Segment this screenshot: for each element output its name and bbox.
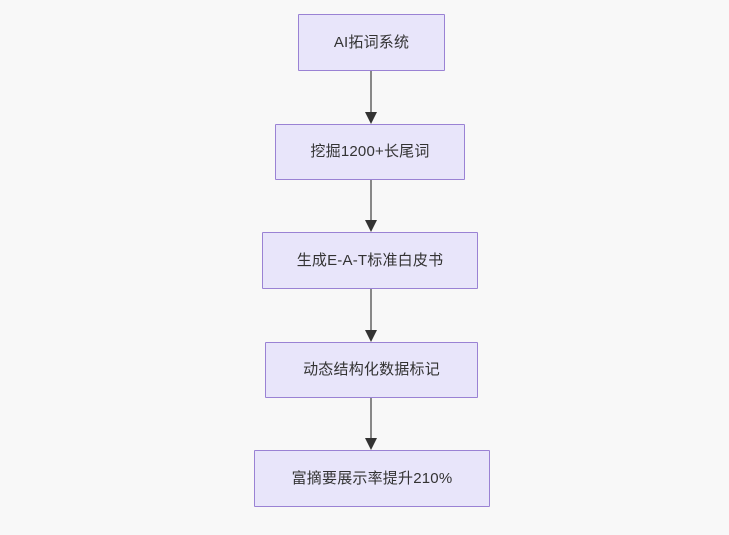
- edge-generate-eat-whitepaper-to-dynamic-structured-data: [361, 289, 381, 342]
- flowchart-node-label: 动态结构化数据标记: [303, 361, 440, 378]
- flowchart-node-generate-eat-whitepaper[interactable]: 生成E-A-T标准白皮书: [262, 232, 478, 289]
- flowchart-node-rich-snippet-uplift[interactable]: 富摘要展示率提升210%: [254, 450, 490, 507]
- edge-ai-keyword-system-to-mine-longtail-keywords: [361, 71, 381, 124]
- flowchart-node-ai-keyword-system[interactable]: AI拓词系统: [298, 14, 445, 71]
- flowchart-node-label: 生成E-A-T标准白皮书: [296, 251, 444, 269]
- flowchart-node-label: 富摘要展示率提升210%: [291, 469, 453, 487]
- flowchart-node-dynamic-structured-data[interactable]: 动态结构化数据标记: [265, 342, 478, 398]
- flowchart-node-mine-longtail-keywords[interactable]: 挖掘1200+长尾词: [275, 124, 465, 180]
- flowchart-node-label: AI拓词系统: [333, 33, 410, 51]
- edge-mine-longtail-keywords-to-generate-eat-whitepaper: [361, 180, 381, 232]
- edge-dynamic-structured-data-to-rich-snippet-uplift: [361, 398, 381, 450]
- flowchart-node-label: 挖掘1200+长尾词: [310, 143, 430, 160]
